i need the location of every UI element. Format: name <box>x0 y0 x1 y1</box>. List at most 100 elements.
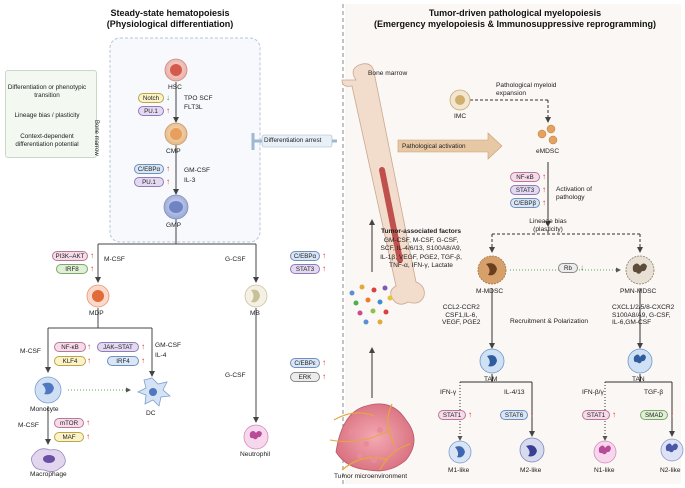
legend-item-3: Context-dependent differentiation potent… <box>15 133 79 148</box>
right-title-line1: Tumor-driven pathological myelopoiesis <box>428 8 602 18</box>
dc-cell <box>137 377 171 407</box>
macrophage-label: Macrophage <box>30 471 67 478</box>
monocyte-label: Monocyte <box>30 406 59 413</box>
stat6-up-arrow: ↑ <box>530 410 534 419</box>
tpo-scf-label: TPO SCF <box>184 95 213 102</box>
cmp-label: CMP <box>166 148 181 155</box>
pmn-factors-block: CXCL1/2/5/8-CXCR2 S100A8/A9, G-CSF, IL-6… <box>612 304 674 327</box>
mdp-label: MDP <box>89 310 104 317</box>
m-csf-mdp-label: M-CSF <box>104 256 125 263</box>
stat1-up-arrow-b: ↑ <box>612 410 616 419</box>
g-csf-mb-label: G-CSF <box>225 256 246 263</box>
tan-label: TAN <box>632 376 645 383</box>
right-title: Tumor-driven pathological myelopoiesis (… <box>350 8 680 31</box>
irf8-up-arrow: ↑ <box>90 264 94 273</box>
tumor-factors-block: Tumor-associated factors GM-CSF, M-CSF, … <box>366 228 476 271</box>
hsc-label: HSC <box>168 84 182 91</box>
stat1-up-arrow-a: ↑ <box>468 410 472 419</box>
mmdsc-factor-line: CSF1,IL-6, <box>445 311 478 319</box>
pmn-factor-line: IL-6,GM-CSF <box>612 319 652 327</box>
pmn-factor-line: CXCL1/2/5/8-CXCR2 <box>612 304 675 311</box>
cebpe-up-arrow: ↑ <box>322 358 326 367</box>
mdp-cell <box>86 284 110 308</box>
klf4-pill: KLF4 <box>54 356 86 366</box>
emdsc-cells <box>537 124 558 145</box>
il3-label: IL-3 <box>184 177 196 184</box>
bone-marrow-label: Bone marrow <box>93 120 99 156</box>
flt3l-label: FLT3L <box>184 104 203 111</box>
neutrophil-label: Neutrophil <box>240 451 271 458</box>
ifn-gamma-label: IFN-γ <box>440 389 457 396</box>
tumor-factors-line: SCF, IL-4/6/13, S100A8/A9, <box>380 245 462 253</box>
m2-like-label: M2-like <box>520 467 542 474</box>
irf8-pill: IRF8 <box>56 264 88 274</box>
imc-label: IMC <box>454 113 467 120</box>
pu1-up-arrow-a: ↑ <box>166 106 170 115</box>
tumor-factors-title: Tumor-associated factors <box>380 228 462 235</box>
rb-down-arrow: ↓ <box>580 263 584 272</box>
legend-item-2: Lineage bias / plasticity <box>14 112 80 119</box>
m-mdsc-cell <box>477 255 507 285</box>
stat1-pill-b: STAT1 <box>582 410 610 420</box>
right-nfkb-pill: NF-κB <box>510 172 540 182</box>
pi3k-akt-pill: PI3K–AKT <box>52 251 88 261</box>
pu1-pill-b: PU.1 <box>134 177 164 187</box>
pi3k-up-arrow: ↑ <box>90 251 94 260</box>
notch-pill: Notch <box>138 93 164 103</box>
macrophage-cell <box>30 448 66 472</box>
smad-pill: SMAD <box>640 410 668 420</box>
right-nfkb-up-arrow: ↑ <box>542 172 546 181</box>
right-stat3-pill: STAT3 <box>510 185 540 195</box>
bone-graphic <box>341 63 425 305</box>
il413-label: IL-4/13 <box>504 389 525 396</box>
right-bone-marrow-label: Bone marrow <box>368 70 408 77</box>
tumor-factors-line: IL-1β, VEGF, PGE2, TGF-β, <box>380 253 462 261</box>
left-title: Steady-state hematopoiesis (Physiologica… <box>70 8 270 31</box>
pu1-up-arrow-b: ↑ <box>166 177 170 186</box>
tam-label: TAM <box>484 376 498 383</box>
tumor-factors-line: GM-CSF, M-CSF, G-CSF, <box>383 236 459 244</box>
differentiation-arrest-label: Differentiation arrest <box>264 137 322 144</box>
m1-like-cell <box>448 440 472 464</box>
gmp-cell <box>163 194 189 220</box>
tumor-factors-line: TNF-α, IFN-γ, Lactate <box>389 262 453 270</box>
tan-cell <box>627 348 653 374</box>
cebpa-pill-a: C/EBPα <box>134 164 164 174</box>
ifn-beta-label: IFN-β/γ <box>582 389 604 396</box>
cebpb-up-arrow: ↑ <box>542 198 546 207</box>
monocyte-cell <box>34 376 62 404</box>
n2-like-cell <box>660 438 684 462</box>
legend-box <box>5 70 97 158</box>
left-title-line1: Steady-state hematopoiesis <box>110 8 230 18</box>
n1-like-label: N1-like <box>594 467 615 474</box>
right-title-line2: (Emergency myelopoiesis & Immunosuppress… <box>373 19 657 30</box>
cebpa-up-arrow-b: ↑ <box>322 251 326 260</box>
pathological-activation-label: Pathological activation <box>402 143 466 150</box>
activation-of-pathology-label: Activation of pathology <box>556 186 592 201</box>
mtor-up-arrow: ↑ <box>86 418 90 427</box>
mb-cell <box>244 284 268 308</box>
neutrophil-cell <box>243 424 269 450</box>
n1-like-cell <box>593 440 617 464</box>
maf-pill: MAF <box>54 432 84 442</box>
cebpa-up-arrow-a: ↑ <box>166 164 170 173</box>
mmdsc-factor-line: CCL2-CCR2 <box>442 304 480 311</box>
jak-stat-pill: JAK–STAT <box>97 342 139 352</box>
irf4-up-arrow: ↑ <box>141 356 145 365</box>
cebpa-pill-b: C/EBPα <box>290 251 320 261</box>
tumor-microenvironment-label: Tumor microenvironment <box>334 473 408 480</box>
imc-cell <box>449 89 471 111</box>
stat1-pill-a: STAT1 <box>438 410 466 420</box>
stat3-up-arrow: ↑ <box>322 264 326 273</box>
m1-like-label: M1-like <box>448 467 470 474</box>
notch-down-arrow: ↓ <box>166 93 170 102</box>
nfkb-up-arrow: ↑ <box>87 342 91 351</box>
hsc-cell <box>164 58 188 82</box>
cebpe-pill: C/EBPε <box>290 358 320 368</box>
maf-up-arrow: ↑ <box>86 432 90 441</box>
gm-csf-dc-label: GM-CSF <box>155 342 182 349</box>
lineage-bias-label: Lineage bias (plasticity) <box>529 218 567 233</box>
pmn-mdsc-cell <box>625 255 655 285</box>
